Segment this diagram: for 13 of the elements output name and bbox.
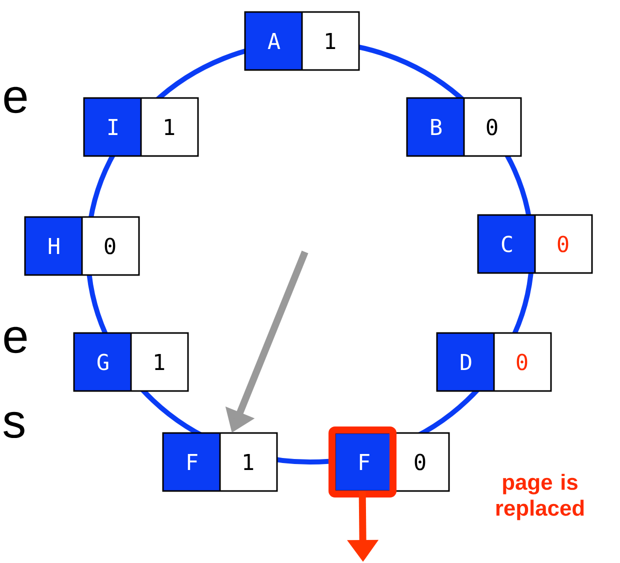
frame-box: G 1 (73, 332, 189, 392)
frame-box: B 0 (406, 97, 522, 157)
frame-box: C 0 (477, 214, 593, 274)
text-fragment: s (4, 412, 24, 438)
frame-box: H 0 (24, 216, 140, 276)
frame-box: A 1 (244, 11, 360, 71)
frame-box: F 1 (162, 432, 278, 492)
frame-box: D 0 (436, 332, 552, 392)
node-label: page is replaced (496, 474, 584, 520)
text-fragment: e (4, 86, 27, 114)
frame-box: I 1 (83, 97, 199, 157)
text-fragment: e (4, 326, 27, 354)
frame-box: F 0 (328, 426, 450, 498)
